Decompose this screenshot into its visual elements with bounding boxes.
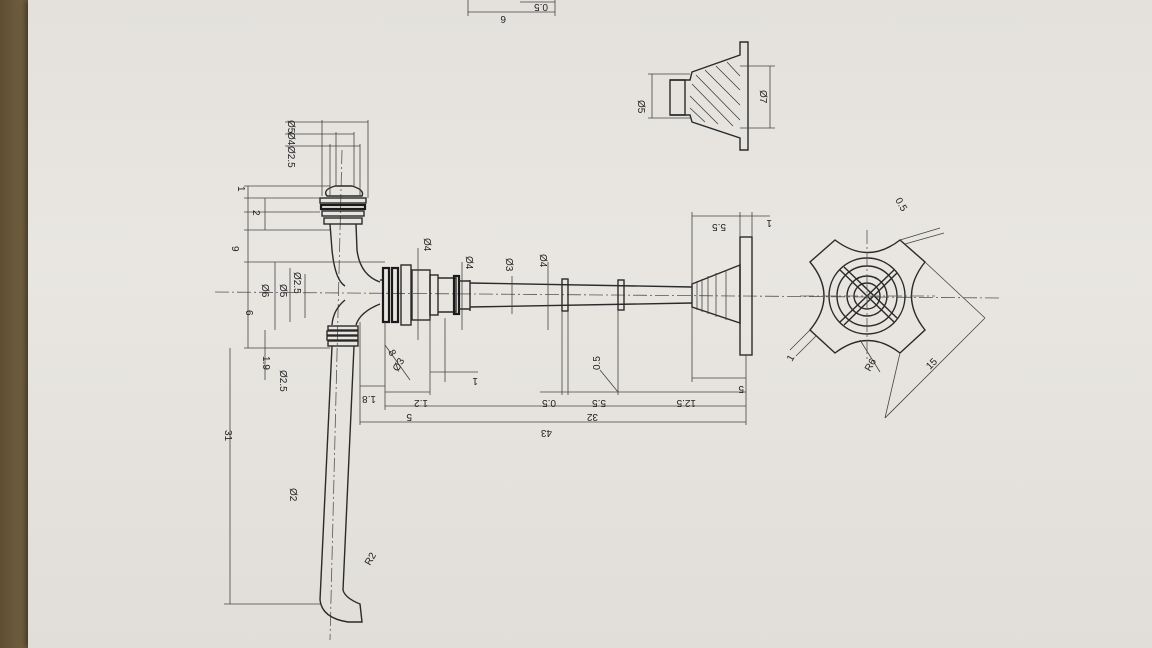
dim-h8: 8 <box>385 348 398 359</box>
dim-h32: 32 <box>586 411 598 422</box>
dim-cap-d4: Ø4 <box>285 132 296 146</box>
bottom-horizontal-dimensions: 1.8 1.2 1 5 0.5 5.5 32 12.5 43 5 0.5 8 Ø… <box>359 307 747 438</box>
dim-v19: 1.9 <box>260 356 271 370</box>
cap-diameter-dimensions: Ø5 Ø4 Ø2.5 <box>285 120 369 198</box>
dim-v2: 2 <box>250 210 261 216</box>
dim-top-05: 0.5 <box>534 1 548 12</box>
shaft-diameter-dimensions: Ø4 Ø4 Ø3 Ø4 <box>417 238 549 340</box>
dim-v1: 1 <box>235 186 246 192</box>
dim-h43: 43 <box>540 427 552 438</box>
main-centerline <box>214 291 1001 299</box>
pipe-lower-rings <box>326 325 359 347</box>
dim-shaft-d4b: Ø4 <box>463 256 474 270</box>
dim-shaft-d3: Ø3 <box>503 258 514 272</box>
pipe-centerline <box>329 149 343 641</box>
horizontal-shaft <box>469 278 693 312</box>
cone-section-view: Ø5 Ø7 <box>635 41 775 151</box>
dim-h12: 1.2 <box>414 397 428 408</box>
junction-fittings <box>380 264 471 326</box>
left-vertical-dimensions: 1 2 9 6 1.9 31 Ø6 Ø5 Ø2.5 Ø2.5 Ø2 R2 <box>222 185 385 605</box>
dim-d6: Ø6 <box>259 284 270 298</box>
dim-d25b: Ø2.5 <box>277 370 288 392</box>
drawing-sheet <box>28 0 1152 648</box>
dim-cap-d5: Ø5 <box>285 120 296 134</box>
dim-shaft-d4c: Ø4 <box>537 254 548 268</box>
dim-h05b: 0.5 <box>592 356 603 370</box>
dim-h18: 1.8 <box>362 393 376 404</box>
dim-h05a: 0.5 <box>542 397 556 408</box>
dim-top-6: 6 <box>500 13 506 24</box>
dim-d25: Ø2.5 <box>291 272 302 294</box>
dim-d2: Ø2 <box>287 488 298 502</box>
dim-h125: 12.5 <box>676 397 696 408</box>
pipe-lower <box>319 345 363 623</box>
dim-cross-05: 0.5 <box>892 196 909 214</box>
dim-cap-d25: Ø2.5 <box>285 146 296 168</box>
dim-h55: 5.5 <box>592 397 606 408</box>
dim-sec-d5: Ø5 <box>635 100 646 114</box>
dim-d5: Ø5 <box>277 284 288 298</box>
dim-shaft-d4a: Ø4 <box>421 238 432 252</box>
pipe-upper <box>319 185 381 326</box>
dim-flange-55: 5.5 <box>712 221 726 232</box>
dim-cross-15: 15 <box>924 356 940 372</box>
cross-end-view: 0.5 R6 15 1 <box>785 196 986 419</box>
dim-h1: 1 <box>472 375 478 386</box>
dim-r2: R2 <box>363 551 379 568</box>
dim-v31: 31 <box>222 430 233 442</box>
dim-v9: 9 <box>229 246 240 252</box>
dim-flange-1: 1 <box>766 217 772 228</box>
dim-h5: 5 <box>406 411 412 422</box>
top-partial-dimension: 0.5 6 <box>467 0 556 24</box>
dim-cross-1: 1 <box>785 353 798 364</box>
dim-h5b: 5 <box>738 383 744 394</box>
dim-d3s: Ø3 <box>391 356 407 373</box>
dim-v6: 6 <box>243 310 254 316</box>
dim-sec-d7: Ø7 <box>757 90 768 104</box>
flange-top-dimensions: 5.5 1 <box>691 212 772 284</box>
dim-cross-r6: R6 <box>863 357 879 374</box>
